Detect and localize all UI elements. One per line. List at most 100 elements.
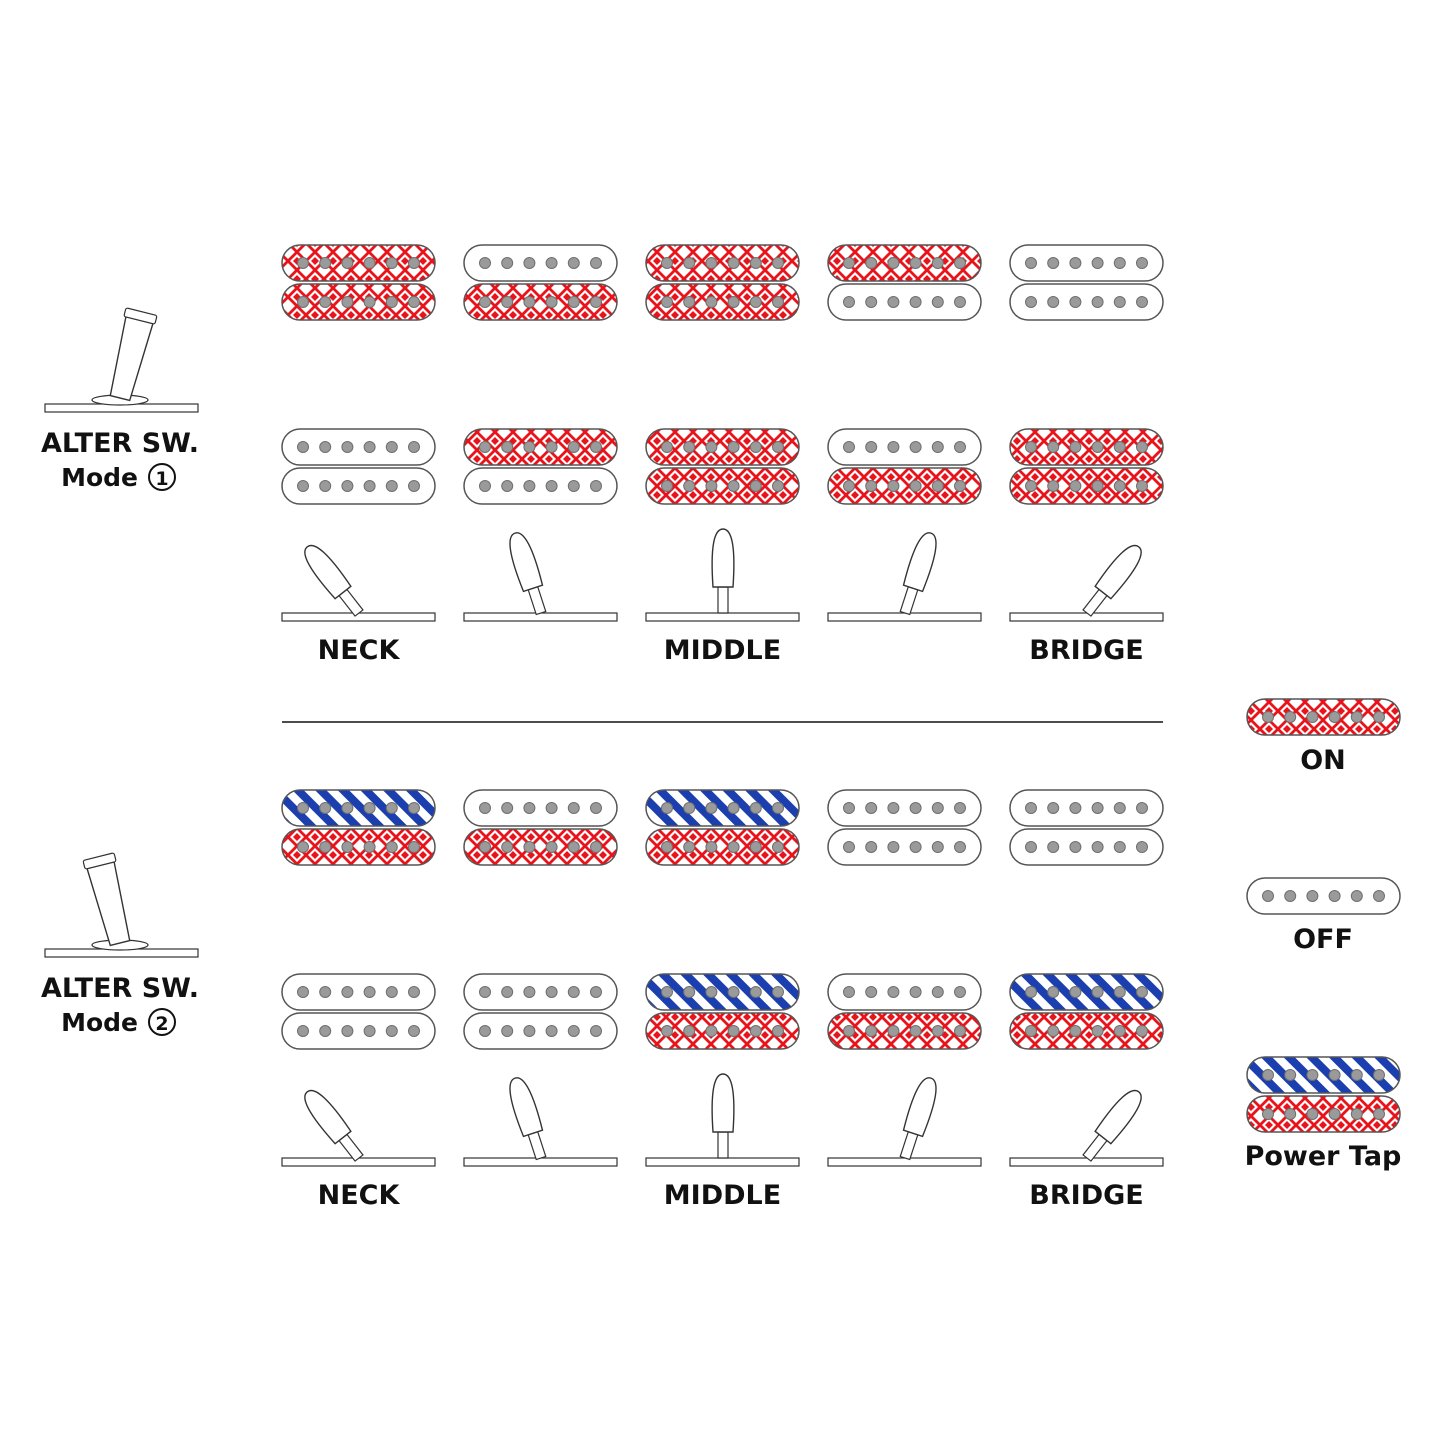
pole-piece	[1047, 802, 1060, 814]
pole-piece	[683, 1025, 696, 1037]
pole-piece	[1113, 480, 1126, 492]
pole-piece	[705, 441, 718, 453]
pole-piece	[865, 296, 878, 308]
pole-piece	[479, 296, 491, 308]
pole-piece	[523, 296, 536, 308]
pole-piece	[590, 441, 602, 453]
pole-piece	[567, 441, 580, 453]
pickup-coil-upper	[645, 428, 800, 466]
pole-piece	[1025, 257, 1037, 269]
selector-switch-icon	[827, 532, 982, 622]
pole-piece	[523, 1025, 536, 1037]
pole-piece	[865, 441, 878, 453]
pickup-coil-upper	[645, 789, 800, 827]
pickup-coil-lower	[1009, 283, 1164, 321]
selector-switch-icon	[281, 544, 436, 622]
pole-piece	[1350, 1069, 1363, 1081]
coil-body	[645, 283, 800, 321]
pole-piece	[1373, 890, 1385, 902]
pole-piece	[865, 986, 878, 998]
pickup-coil-upper	[645, 244, 800, 282]
legend-coil-tap-lower	[1246, 1095, 1401, 1133]
pickup-coil-lower	[281, 1012, 436, 1050]
pole-piece	[887, 1025, 900, 1037]
pole-piece	[865, 802, 878, 814]
pole-piece	[501, 257, 514, 269]
pole-piece	[567, 257, 580, 269]
pole-piece	[479, 986, 491, 998]
coil-body	[1009, 283, 1164, 321]
pickup-coil-lower	[645, 1012, 800, 1050]
alter-switch-icon	[44, 307, 199, 413]
pole-piece	[1047, 1025, 1060, 1037]
pole-piece	[772, 802, 784, 814]
pole-piece	[1113, 441, 1126, 453]
pole-piece	[931, 802, 944, 814]
humbucker-pickup	[463, 244, 618, 321]
coil-body	[281, 244, 436, 282]
pole-piece	[1047, 480, 1060, 492]
pickup-row-1	[281, 789, 1164, 866]
pickup-coil-lower	[1009, 828, 1164, 866]
coil-body	[645, 467, 800, 505]
pickup-coil-lower	[281, 283, 436, 321]
coil-body	[1246, 877, 1401, 915]
pickup-coil-lower	[645, 467, 800, 505]
pickup-coil-upper	[1009, 789, 1164, 827]
pole-piece	[1069, 480, 1082, 492]
pole-piece	[1350, 1108, 1363, 1120]
pickup-coil-lower	[463, 283, 618, 321]
pole-piece	[909, 441, 922, 453]
selector-switch-icon	[645, 528, 800, 622]
coil-body	[827, 973, 982, 1011]
pole-piece	[297, 841, 309, 853]
pole-piece	[523, 480, 536, 492]
pole-piece	[931, 1025, 944, 1037]
legend-coil-off	[1246, 877, 1401, 915]
coil-body	[463, 467, 618, 505]
coil-body	[1009, 789, 1164, 827]
pole-piece	[843, 802, 855, 814]
pole-piece	[749, 802, 762, 814]
pole-piece	[727, 1025, 740, 1037]
pole-piece	[661, 1025, 673, 1037]
pole-piece	[567, 986, 580, 998]
pole-piece	[590, 802, 602, 814]
pole-piece	[1306, 711, 1319, 723]
pole-piece	[705, 986, 718, 998]
pole-piece	[727, 480, 740, 492]
pickup-coil-upper	[463, 789, 618, 827]
pole-piece	[1284, 1108, 1297, 1120]
pole-piece	[1136, 802, 1148, 814]
pole-piece	[683, 986, 696, 998]
pickup-coil-lower	[281, 828, 436, 866]
pole-piece	[1025, 802, 1037, 814]
pole-piece	[1113, 986, 1126, 998]
pole-piece	[523, 841, 536, 853]
pole-piece	[931, 257, 944, 269]
legend-on-label: ON	[1300, 745, 1346, 776]
pole-piece	[1025, 480, 1037, 492]
pickup-coil-lower	[281, 467, 436, 505]
pole-piece	[319, 296, 332, 308]
humbucker-pickup	[645, 973, 800, 1050]
coil-body	[1009, 973, 1164, 1011]
pole-piece	[1262, 1069, 1274, 1081]
pole-piece	[385, 257, 398, 269]
pole-piece	[319, 841, 332, 853]
pole-piece	[385, 986, 398, 998]
pole-piece	[1069, 257, 1082, 269]
pickup-coil-upper	[281, 789, 436, 827]
pole-piece	[479, 441, 491, 453]
pole-piece	[931, 841, 944, 853]
pole-piece	[1113, 841, 1126, 853]
pole-piece	[408, 802, 420, 814]
pole-piece	[567, 841, 580, 853]
pole-piece	[887, 986, 900, 998]
pole-piece	[931, 986, 944, 998]
coil-body	[1009, 828, 1164, 866]
pole-piece	[545, 257, 558, 269]
coil-body	[827, 283, 982, 321]
pole-piece	[590, 841, 602, 853]
